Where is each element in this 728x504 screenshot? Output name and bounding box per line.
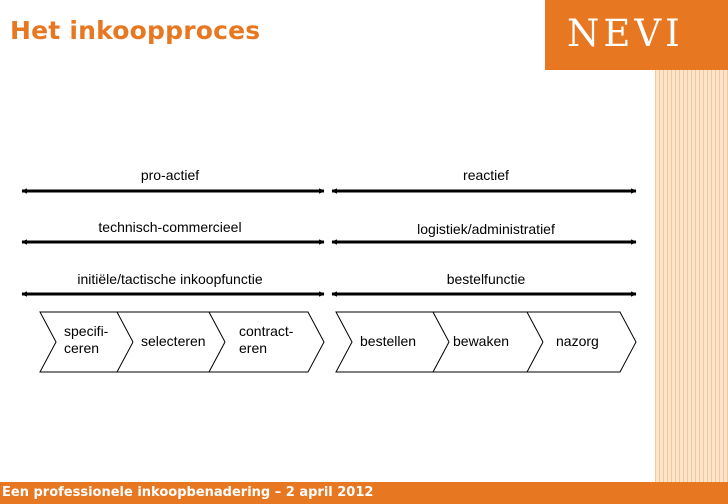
step-specificeren: specifi- ceren [64,323,108,357]
label-reactief: reactief [463,167,509,183]
footer-bar: Een professionele inkoopbenadering – 2 a… [0,482,728,504]
step-selecteren: selecteren [141,333,206,350]
chevron-group-right [335,311,637,373]
step-bewaken-line1: bewaken [453,333,510,349]
footer-text: Een professionele inkoopbenadering – 2 a… [2,485,374,500]
decorative-stripe [655,70,728,504]
step-specificeren-line2: ceren [64,340,100,356]
label-initiele-inkoopfunctie: initiële/tactische inkoopfunctie [77,271,263,287]
step-nazorg-line1: nazorg [556,333,599,349]
step-nazorg: nazorg [556,333,599,350]
label-bestelfunctie: bestelfunctie [446,271,526,287]
step-selecteren-line1: selecteren [141,333,206,349]
label-pro-actief: pro-actief [140,167,200,183]
step-specificeren-line1: specifi- [64,323,109,339]
nevi-logo: NEVI [545,0,728,70]
step-bestellen: bestellen [360,333,416,350]
slide-title: Het inkoopproces [10,16,261,45]
label-logistiek-administratief: logistiek/administratief [417,221,555,237]
chevron-group-left [39,311,325,373]
label-technisch-commercieel: technisch-commercieel [98,219,242,235]
step-contracteren-line1: contract- [239,323,294,339]
step-contracteren: contract- eren [239,323,293,357]
logo-text: NEVI [567,12,684,55]
step-contracteren-line2: eren [239,340,268,356]
step-bestellen-line1: bestellen [360,333,417,349]
step-bewaken: bewaken [453,333,509,350]
